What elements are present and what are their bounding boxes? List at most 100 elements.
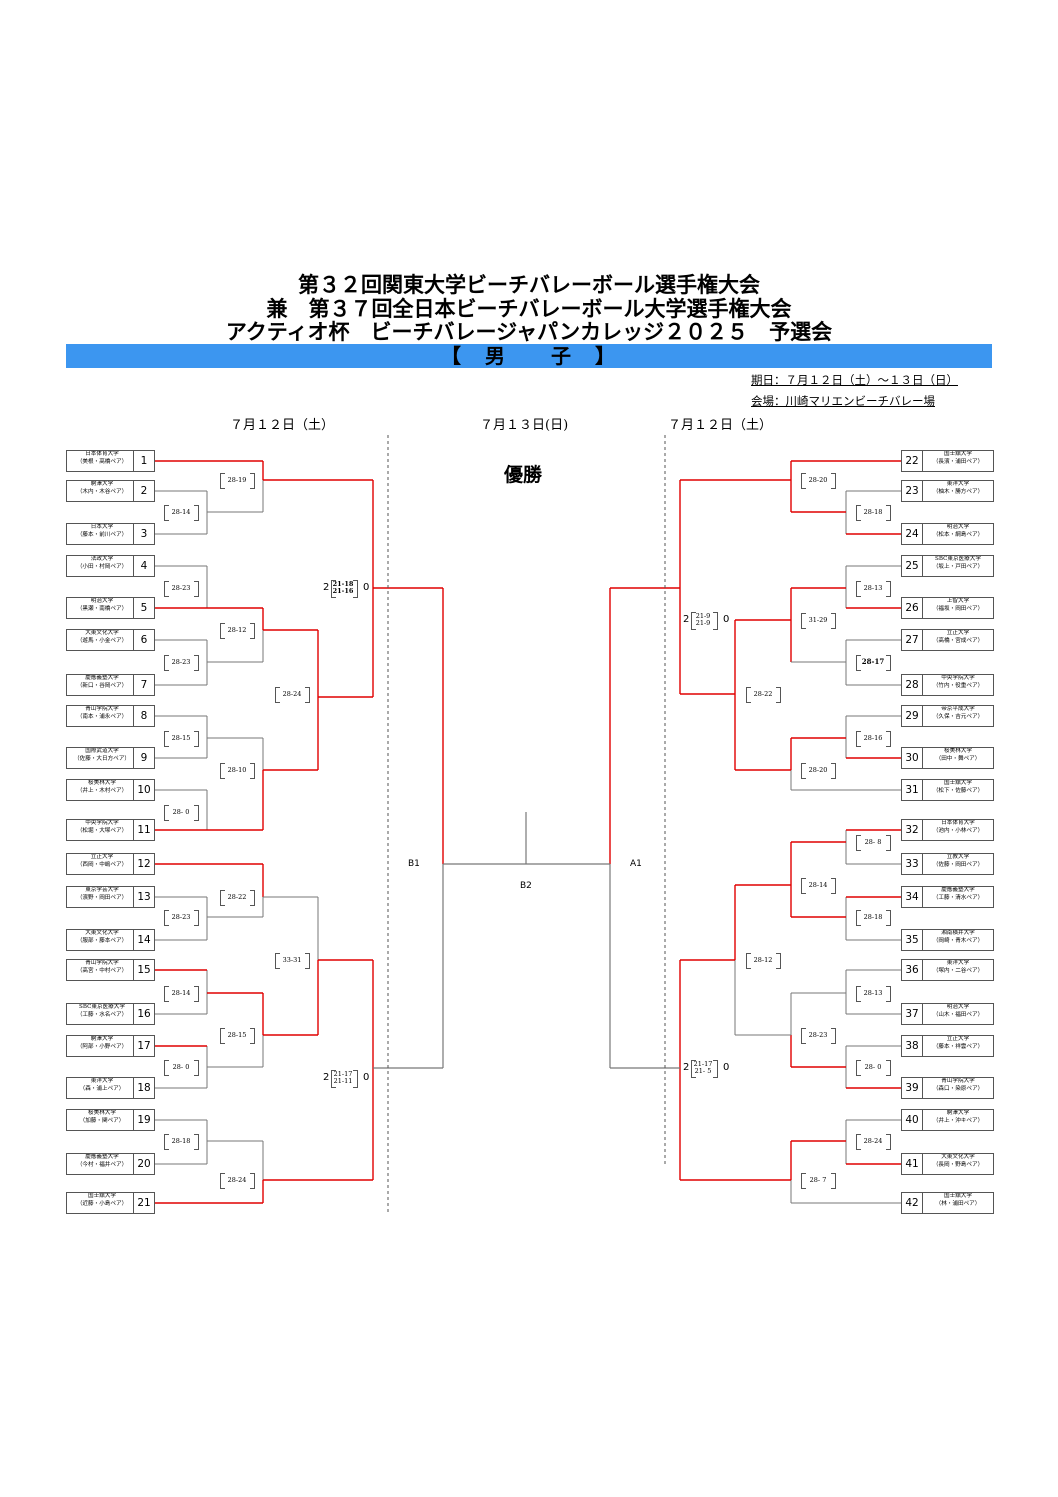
- team-pair: （工藤・清水ペア）: [932, 894, 984, 901]
- team-box: 中央学院大学（竹内・役重ペア）: [922, 674, 994, 696]
- score-bracket-right: [886, 1060, 891, 1076]
- team-pair: （加藤・関ペア）: [79, 1117, 125, 1124]
- score-bracket-right: [194, 1060, 199, 1076]
- score-bracket-right: [886, 1134, 891, 1150]
- score-bracket-right: [305, 687, 310, 703]
- set-bracket-left: [691, 612, 696, 630]
- score-bracket-left: [801, 1173, 806, 1189]
- sets-won: 2: [323, 1072, 330, 1083]
- team-pair: （福坂・岡田ペア）: [932, 605, 984, 612]
- team-box: 法政大学（小田・村岡ペア）: [66, 555, 138, 577]
- team-name: 明治大学: [946, 524, 970, 530]
- score-bracket-left: [275, 687, 280, 703]
- score-bracket-right: [831, 878, 836, 894]
- team-box: 中央学院大学（松堀・大塚ペア）: [66, 819, 138, 841]
- day-label-right: ７月１２日（土）: [668, 418, 773, 433]
- team-box: 立正大学（西岡・中嶋ペア）: [66, 853, 138, 875]
- team-box: 桜美林大学（田中・舞ペア）: [922, 747, 994, 769]
- sets-lost: 0: [363, 582, 370, 593]
- team-pair: （森・浦上ペア）: [79, 1085, 125, 1092]
- team-box: 東洋大学（柚木・勝方ペア）: [922, 480, 994, 502]
- team-name: 東洋大学: [946, 960, 970, 966]
- team-box: 明治大学（山木・福田ペア）: [922, 1003, 994, 1025]
- team-name: 国際武道大学: [85, 748, 119, 754]
- match-score: 28- 0: [172, 1063, 190, 1071]
- team-pair: （山木・福田ペア）: [932, 1011, 984, 1018]
- category-band: 【 男 子 】: [66, 344, 992, 368]
- match-score: 28-24: [227, 1176, 247, 1184]
- team-seed: 20: [133, 1153, 155, 1175]
- score-bracket-left: [220, 473, 225, 489]
- team-pair: （服部・藤本ペア）: [76, 937, 128, 944]
- team-box: 桜美林大学（加藤・関ペア）: [66, 1109, 138, 1131]
- team-seed: 36: [901, 959, 923, 981]
- team-name: 日本体育大学: [85, 451, 119, 457]
- team-name: 青山学院大学: [941, 1078, 975, 1084]
- team-seed: 35: [901, 929, 923, 951]
- match-score: 28-18: [863, 508, 883, 516]
- team-name: 慶應義塾大学: [941, 887, 975, 893]
- set-score-2: 21-11: [333, 1077, 353, 1085]
- team-box: 日本体育大学（美根・髙橋ペア）: [66, 450, 138, 472]
- slot-a1: A1: [630, 859, 642, 869]
- team-name: 東京学芸大学: [85, 887, 119, 893]
- score-bracket-right: [250, 623, 255, 639]
- team-pair: （松下・佐藤ペア）: [932, 787, 984, 794]
- set-bracket-left: [331, 1070, 336, 1088]
- set-bracket-left: [331, 580, 336, 598]
- match-score: 28-18: [171, 1137, 191, 1145]
- sets-won: 2: [683, 614, 690, 625]
- team-name: 立正大学: [946, 1036, 970, 1042]
- score-bracket-left: [220, 763, 225, 779]
- score-bracket-left: [164, 910, 169, 926]
- team-seed: 17: [133, 1035, 155, 1057]
- team-box: SBC東京医療大学（坂上・戸田ペア）: [922, 555, 994, 577]
- team-seed: 10: [133, 779, 155, 801]
- score-bracket-left: [856, 1134, 861, 1150]
- team-box: 大東文化大学（長岡・野島ペア）: [922, 1153, 994, 1175]
- team-pair: （藤本・祥雲ペア）: [932, 1043, 984, 1050]
- score-bracket-left: [801, 613, 806, 629]
- team-pair: （竹内・役重ペア）: [932, 682, 984, 689]
- score-bracket-left: [746, 687, 751, 703]
- score-bracket-right: [194, 1134, 199, 1150]
- team-pair: （長岡・野島ペア）: [932, 1161, 984, 1168]
- team-seed: 42: [901, 1192, 923, 1214]
- team-pair: （新口・谷岡ペア）: [76, 682, 128, 689]
- team-box: 湘南横井大学（岡崎・青木ペア）: [922, 929, 994, 951]
- score-bracket-right: [250, 1173, 255, 1189]
- team-pair: （近藤・小島ペア）: [76, 1200, 128, 1207]
- team-seed: 38: [901, 1035, 923, 1057]
- team-seed: 14: [133, 929, 155, 951]
- score-bracket-right: [250, 1028, 255, 1044]
- team-pair: （佐藤・大日方ペア）: [74, 755, 130, 762]
- score-bracket-left: [801, 1028, 806, 1044]
- score-bracket-right: [886, 581, 891, 597]
- team-pair: （森口・染原ペア）: [932, 1085, 984, 1092]
- sets-won: 2: [683, 1062, 690, 1073]
- team-name: 立正大学: [90, 854, 114, 860]
- score-bracket-right: [886, 731, 891, 747]
- set-bracket-left: [691, 1060, 696, 1078]
- score-bracket-right: [194, 731, 199, 747]
- score-bracket-right: [194, 910, 199, 926]
- team-name: 日本大学: [90, 524, 114, 530]
- score-bracket-right: [250, 473, 255, 489]
- match-score: 28-14: [171, 989, 191, 997]
- match-score: 28-22: [227, 893, 247, 901]
- team-seed: 7: [133, 674, 155, 696]
- team-name: 大東文化大学: [85, 930, 119, 936]
- set-bracket-right: [713, 612, 718, 630]
- score-bracket-left: [220, 890, 225, 906]
- score-bracket-right: [194, 505, 199, 521]
- score-bracket-left: [164, 655, 169, 671]
- score-bracket-left: [801, 473, 806, 489]
- match-score: 28-14: [171, 508, 191, 516]
- team-name: 駒澤大学: [90, 1036, 114, 1042]
- team-seed: 5: [133, 597, 155, 619]
- team-seed: 9: [133, 747, 155, 769]
- score-bracket-right: [886, 910, 891, 926]
- score-bracket-left: [856, 505, 861, 521]
- score-bracket-right: [886, 835, 891, 851]
- team-pair: （阿部・小野ペア）: [76, 1043, 128, 1050]
